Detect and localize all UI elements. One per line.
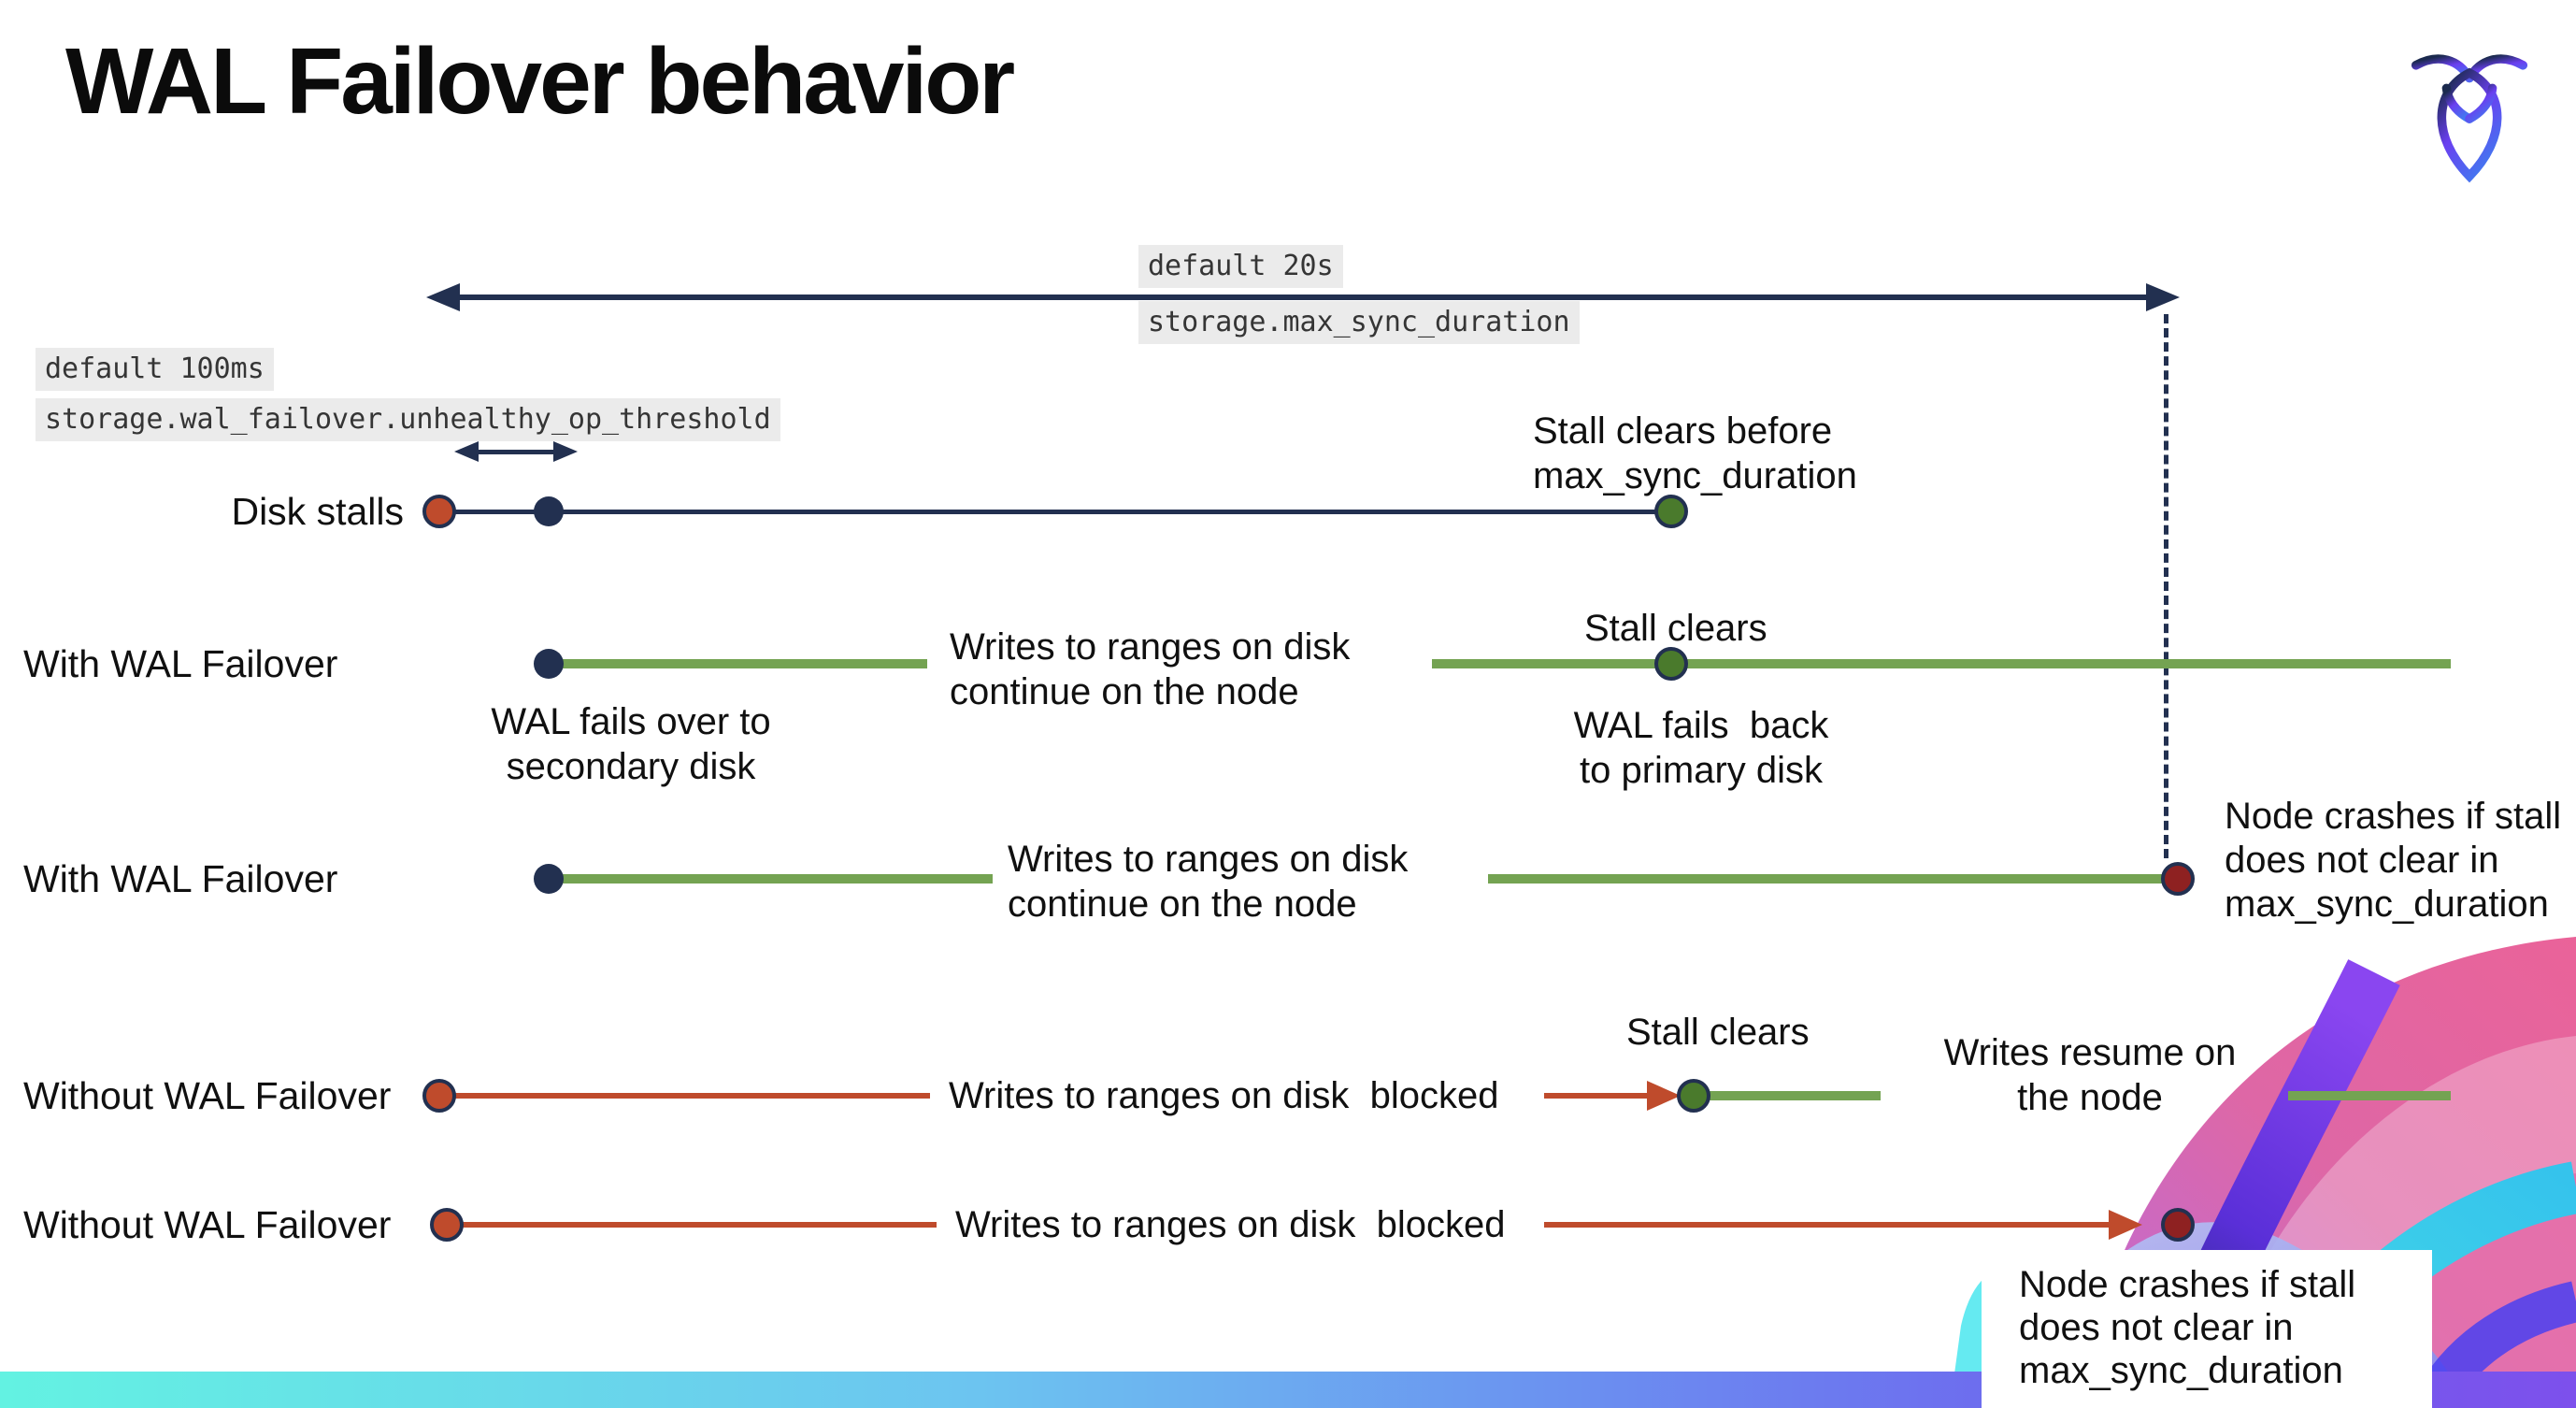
resume-line-b (2288, 1091, 2451, 1100)
disk-stalls-label: Disk stalls (231, 490, 404, 533)
writes-continue-line-a (561, 659, 927, 668)
failover-dot-2 (534, 864, 564, 894)
node-crashes-note-2: Node crashes if stall does not clear in … (2019, 1264, 2356, 1391)
blocked-start-dot-2 (430, 1208, 464, 1242)
unhealthy-op-default-badge: default 100ms (36, 348, 274, 391)
small-arrowhead-left-icon (454, 441, 479, 462)
stall-clears-label-2: Stall clears (1626, 1012, 1810, 1053)
crash-callout: Node crashes if stall does not clear in … (1982, 1250, 2432, 1408)
writes-blocked-note-1: Writes to ranges on disk blocked (949, 1075, 1499, 1116)
resume-line-a (1707, 1091, 1881, 1100)
without-wal-failover-1-label: Without WAL Failover (23, 1074, 392, 1117)
unhealthy-op-threshold-arrow-line (475, 450, 555, 454)
wal-fails-back-note: WAL fails back to primary disk (1573, 705, 1829, 791)
failover-dot (534, 649, 564, 679)
blocked-line-1b (1544, 1093, 1654, 1099)
with-wal-failover-2-label: With WAL Failover (23, 857, 338, 900)
writes-blocked-note-2: Writes to ranges on disk blocked (955, 1204, 1506, 1245)
small-arrowhead-right-icon (553, 441, 578, 462)
without-wal-failover-2-label: Without WAL Failover (23, 1203, 392, 1246)
max-sync-duration-arrow-line (454, 295, 2150, 300)
arrowhead-left-icon (426, 283, 460, 311)
writes-continue-2-line-b (1488, 874, 2163, 884)
threshold-dot (534, 496, 564, 526)
writes-resume-note: Writes resume on the node (1943, 1032, 2237, 1118)
stall-clear-dot-2 (1677, 1079, 1710, 1113)
crash-dot-2 (2161, 1208, 2195, 1242)
unhealthy-op-setting-badge: storage.wal_failover.unhealthy_op_thresh… (36, 398, 780, 441)
stall-clears-before-note: Stall clears before max_sync_duration (1533, 410, 1857, 496)
writes-continue-2-note: Writes to ranges on disk continue on the… (1008, 839, 1409, 925)
max-sync-default-badge: default 20s (1138, 245, 1343, 288)
writes-continue-note: Writes to ranges on disk continue on the… (950, 626, 1351, 712)
max-sync-setting-badge: storage.max_sync_duration (1138, 301, 1580, 344)
wal-fails-over-note: WAL fails over to secondary disk (491, 701, 771, 787)
stall-clear-dot (1654, 495, 1688, 528)
blocked-start-dot-1 (422, 1079, 456, 1113)
disk-stalls-timeline-navy (439, 510, 1671, 514)
page-title: WAL Failover behavior (65, 29, 1015, 134)
with-wal-failover-1-label: With WAL Failover (23, 642, 338, 685)
red-arrowhead-icon-1 (1647, 1081, 1681, 1111)
failback-dot (1654, 647, 1688, 681)
crash-dot-1 (2161, 862, 2195, 896)
blocked-line-1a (439, 1093, 930, 1099)
blocked-line-2b (1544, 1222, 2112, 1228)
node-crashes-note-1: Node crashes if stall does not clear in … (2225, 796, 2562, 925)
writes-continue-2-line-a (561, 874, 993, 884)
max-sync-deadline-dashed-line (2164, 314, 2168, 858)
red-arrowhead-icon-2 (2109, 1210, 2142, 1240)
writes-continue-line-b (1432, 659, 2451, 668)
blocked-line-2a (447, 1222, 937, 1228)
stall-start-dot (422, 495, 456, 528)
stall-clears-label-1: Stall clears (1584, 608, 1767, 649)
arrowhead-right-icon (2146, 283, 2180, 311)
cockroachdb-logo-icon (2411, 54, 2528, 183)
